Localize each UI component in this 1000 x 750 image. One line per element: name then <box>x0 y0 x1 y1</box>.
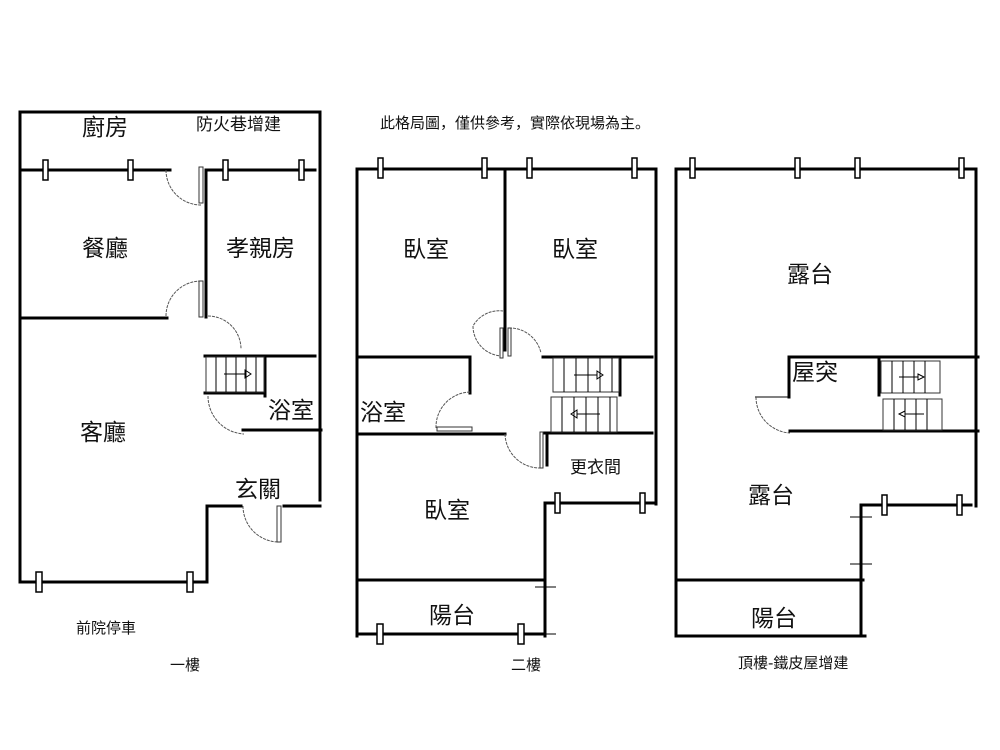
door-swing <box>207 395 245 435</box>
rf-stairhouse-wall <box>787 355 980 399</box>
window <box>526 157 533 179</box>
1f-entrance-wall <box>205 504 243 584</box>
window <box>186 571 194 593</box>
room-label-fire-lane-addition: 防火巷增建 <box>196 115 281 135</box>
door-swing <box>207 315 242 350</box>
window <box>854 157 861 179</box>
window <box>42 159 49 181</box>
room-label-closet: 更衣間 <box>570 458 621 478</box>
room-label-stair-house: 屋突 <box>792 360 838 386</box>
room-label-terrace-2: 露台 <box>748 483 794 509</box>
room-label-kitchen: 廚房 <box>82 115 128 141</box>
door-swing <box>472 310 504 357</box>
door-swing <box>508 327 542 354</box>
door-leaf <box>198 280 204 318</box>
room-label-living: 客廳 <box>80 420 126 446</box>
window <box>689 157 696 179</box>
floor-caption-1f: 一樓 <box>170 656 201 674</box>
1f-outer-wall <box>18 110 322 502</box>
door-swing <box>755 396 791 434</box>
floor-caption-2f: 二樓 <box>511 656 542 674</box>
window <box>377 157 384 179</box>
door-swing <box>165 280 202 317</box>
door-swing <box>242 505 280 543</box>
window <box>958 157 965 179</box>
room-label-balcony-2f: 陽台 <box>429 603 475 629</box>
room-label-entrance: 玄關 <box>235 477 281 503</box>
window <box>517 623 525 645</box>
door-leaf <box>276 505 282 543</box>
room-label-bedroom-2: 臥室 <box>552 237 598 263</box>
window <box>127 159 134 181</box>
stairs <box>205 356 265 393</box>
room-label-bedroom-3: 臥室 <box>424 498 470 524</box>
window <box>554 492 561 514</box>
window <box>881 494 888 516</box>
door-swing <box>165 169 202 206</box>
door-leaf <box>499 327 504 359</box>
door-leaf <box>436 426 473 432</box>
door-leaf <box>198 166 204 204</box>
door-leaf <box>539 431 544 469</box>
label-front-yard-parking: 前院停車 <box>76 619 137 637</box>
window <box>956 494 963 516</box>
room-label-bathroom-2f: 浴室 <box>360 400 406 426</box>
room-label-terrace-1: 露台 <box>787 262 833 288</box>
window <box>298 159 305 181</box>
room-label-bedroom-1: 臥室 <box>403 237 449 263</box>
door-swing <box>435 391 471 429</box>
window <box>794 157 801 179</box>
stairs <box>550 357 620 433</box>
floor-roof-plan <box>674 157 980 638</box>
floor-caption-roof: 頂樓-鐵皮屋增建 <box>738 654 849 672</box>
window <box>631 157 638 179</box>
stairs <box>880 360 943 431</box>
room-label-balcony-roof: 陽台 <box>751 606 797 632</box>
window <box>222 159 229 181</box>
door-leaf <box>507 327 512 357</box>
door-swing <box>504 433 541 469</box>
window <box>376 623 384 645</box>
room-label-dining: 餐廳 <box>82 236 128 262</box>
room-label-bathroom: 浴室 <box>268 398 314 424</box>
disclaimer-notice: 此格局圖，僅供參考，實際依現場為主。 <box>380 114 651 132</box>
room-label-parents-room: 孝親房 <box>226 236 295 262</box>
floor-2-plan <box>355 157 658 645</box>
floor-1-plan <box>18 110 323 593</box>
window <box>639 492 646 514</box>
window <box>481 157 488 179</box>
window <box>35 571 43 593</box>
